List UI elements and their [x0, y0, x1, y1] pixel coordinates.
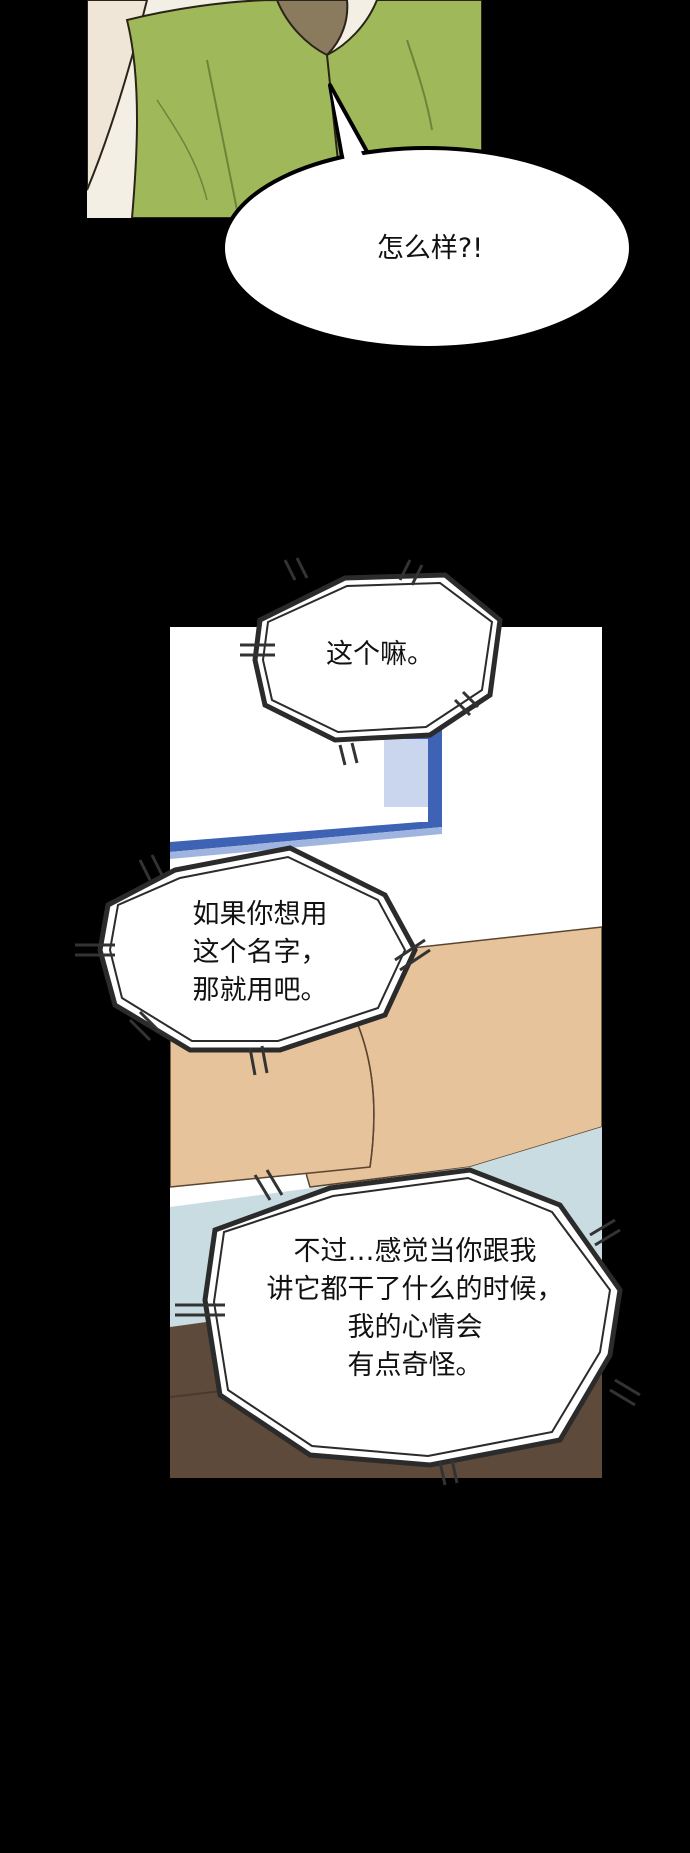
- speech-bubble-1-text: 怎么样?!: [376, 233, 484, 264]
- thought-bubble-2: [75, 845, 431, 1076]
- thought-bubble-3-text: 不过…感觉当你跟我 讲它都干了什么的时候， 我的心情会 有点奇怪。: [266, 1236, 564, 1381]
- top-panel: [87, 0, 482, 218]
- thought-bubble-1-text: 这个嘛。: [326, 639, 434, 670]
- thought-bubble-2-text: 如果你想用 这个名字， 那就用吧。: [192, 899, 328, 1006]
- character-shirt-illustration: [87, 0, 482, 218]
- thought-bubble-3: [175, 1167, 641, 1486]
- speech-bubble-1: [221, 83, 633, 350]
- thought-bubble-1: [240, 557, 503, 766]
